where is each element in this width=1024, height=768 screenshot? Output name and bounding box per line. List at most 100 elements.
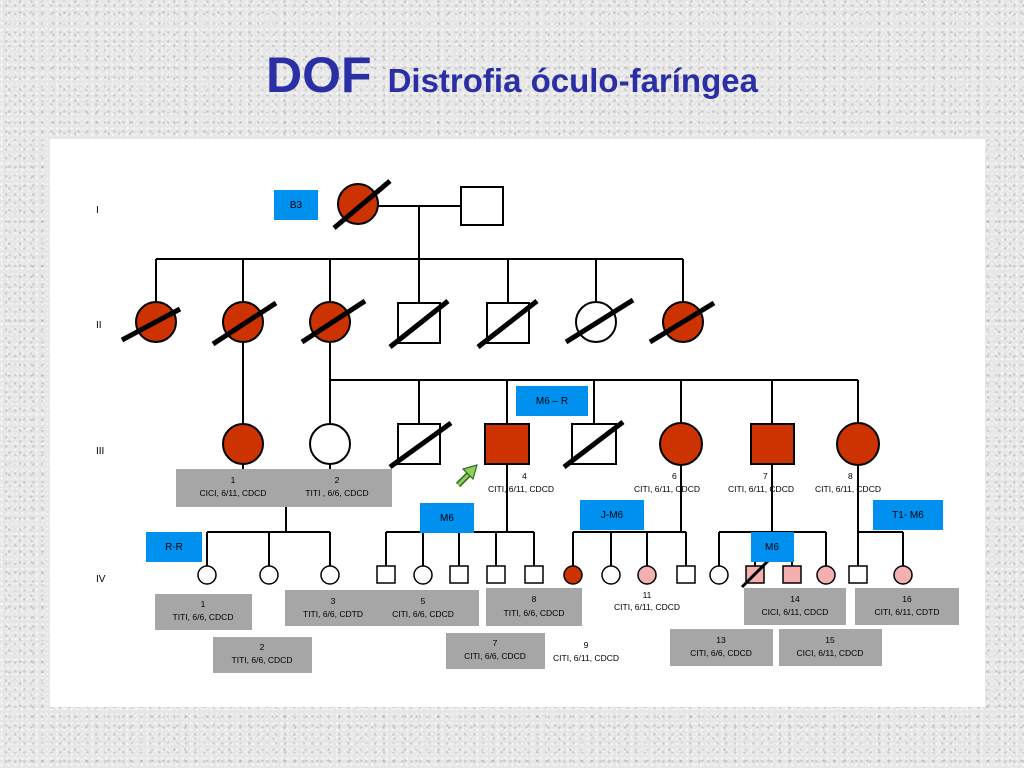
gen2-individual-3 xyxy=(300,298,367,345)
genotype-iii-7: 7 CITI, 6/11, CDCD xyxy=(728,471,794,494)
genotype-iii-6: 6 CITI, 6/11, CDCD xyxy=(634,471,700,494)
svg-text:4: 4 xyxy=(522,471,527,481)
svg-text:M6: M6 xyxy=(765,542,779,553)
svg-text:CITI, 6/11, CDCD: CITI, 6/11, CDCD xyxy=(614,602,680,612)
gen2-individual-2 xyxy=(211,300,278,347)
gen4-individual-17 xyxy=(848,565,868,584)
gen4-individual-3 xyxy=(320,565,340,585)
gen4-individual-16 xyxy=(816,565,836,585)
gen4-individual-8 xyxy=(524,565,544,584)
svg-text:TITI, 6/6, CDCD: TITI, 6/6, CDCD xyxy=(173,612,234,622)
gen2-individual-6 xyxy=(564,297,635,345)
tag-m6-r: M6 – R xyxy=(516,386,588,416)
gen4-individual-18 xyxy=(893,565,913,585)
genotype-iv-11: 11 CITI, 6/11, CDCD xyxy=(614,590,680,612)
svg-text:6: 6 xyxy=(672,471,677,481)
genotype-box-iii-1-2: 1 CICI, 6/11, CDCD 2 TITI , 6/6, CDCD xyxy=(176,469,392,507)
svg-text:14: 14 xyxy=(790,594,800,604)
genotype-box-iv-8: 8 TITI, 6/6, CDCD xyxy=(486,588,582,626)
genotype-iv-9: 9 CITI, 6/11, CDCD xyxy=(553,640,619,663)
svg-text:8: 8 xyxy=(532,594,537,604)
svg-text:CITI, 6/6, CDCD: CITI, 6/6, CDCD xyxy=(392,609,454,619)
generation-label-2: II xyxy=(96,320,102,331)
gen1-female-affected-deceased xyxy=(332,179,392,230)
genotype-box-iv-1: 1 TITI, 6/6, CDCD xyxy=(155,594,252,630)
svg-text:CITI, 6/6, CDCD: CITI, 6/6, CDCD xyxy=(690,648,752,658)
svg-text:CITI, 6/11, CDCD: CITI, 6/11, CDCD xyxy=(488,484,554,494)
gen4-individual-6 xyxy=(449,565,469,584)
gen3-individual-7 xyxy=(750,423,795,465)
svg-text:T1- M6: T1- M6 xyxy=(892,510,924,521)
genotype-iii-4: 4 CITI, 6/11, CDCD xyxy=(488,471,554,494)
genotype-box-iv-2: 2 TITI, 6/6, CDCD xyxy=(213,637,312,673)
gen4-individual-11 xyxy=(637,565,657,585)
pedigree-chart: I II III IV xyxy=(96,179,959,673)
svg-text:TITI , 6/6, CDCD: TITI , 6/6, CDCD xyxy=(305,488,368,498)
gen1-male-unaffected xyxy=(460,186,504,226)
svg-text:M6 – R: M6 – R xyxy=(536,396,568,407)
genotype-box-iv-3-5: 3 TITI, 6/6, CDTD 5 CITI, 6/6, CDCD xyxy=(285,590,479,626)
pedigree-panel: I II III IV xyxy=(50,139,985,707)
gen4-individual-15 xyxy=(782,565,802,584)
svg-text:CITI, 6/11, CDCD: CITI, 6/11, CDCD xyxy=(553,653,619,663)
svg-text:2: 2 xyxy=(260,642,265,652)
genotype-iii-8: 8 CITI, 6/11, CDCD xyxy=(815,471,881,494)
tag-m6-right: M6 xyxy=(751,532,794,562)
tag-r-r: R-R xyxy=(146,532,202,562)
gen3-individual-6 xyxy=(659,422,703,466)
generation-label-4: IV xyxy=(96,574,106,585)
svg-text:R-R: R-R xyxy=(165,542,183,553)
genotype-box-iv-15: 15 CICI, 6/11, CDCD xyxy=(779,629,882,666)
gen4-individual-2 xyxy=(259,565,279,585)
svg-text:CITI, 6/6, CDCD: CITI, 6/6, CDCD xyxy=(464,651,526,661)
genotype-box-iv-13: 13 CITI, 6/6, CDCD xyxy=(670,629,773,666)
gen3-individual-5 xyxy=(562,420,625,469)
gen4-individual-7 xyxy=(486,565,506,584)
generation-label-3: III xyxy=(96,446,104,457)
proband-arrow xyxy=(455,464,478,488)
svg-text:3: 3 xyxy=(331,596,336,606)
svg-text:TITI, 6/6, CDTD: TITI, 6/6, CDTD xyxy=(303,609,363,619)
svg-text:1: 1 xyxy=(201,599,206,609)
gen4-individual-9 xyxy=(563,565,583,585)
svg-text:16: 16 xyxy=(902,594,912,604)
svg-text:7: 7 xyxy=(763,471,768,481)
svg-text:15: 15 xyxy=(825,635,835,645)
svg-text:CICI, 6/11, CDCD: CICI, 6/11, CDCD xyxy=(200,488,267,498)
svg-text:CITI, 6/11, CDCD: CITI, 6/11, CDCD xyxy=(634,484,700,494)
svg-text:11: 11 xyxy=(643,590,652,600)
svg-text:9: 9 xyxy=(584,640,589,650)
gen3-individual-1 xyxy=(222,423,264,465)
svg-text:J-M6: J-M6 xyxy=(601,510,624,521)
gen4-individual-10 xyxy=(601,565,621,585)
gen4-individual-14 xyxy=(740,559,770,589)
svg-text:CITI, 6/11, CDCD: CITI, 6/11, CDCD xyxy=(728,484,794,494)
svg-text:TITI, 6/6, CDCD: TITI, 6/6, CDCD xyxy=(504,608,565,618)
gen4-individual-12 xyxy=(676,565,696,584)
svg-text:7: 7 xyxy=(493,638,498,648)
gen2-individual-1 xyxy=(120,301,182,343)
svg-text:2: 2 xyxy=(335,475,340,485)
gen3-individual-4-proband xyxy=(484,423,530,465)
svg-text:13: 13 xyxy=(716,635,726,645)
svg-text:TITI, 6/6, CDCD: TITI, 6/6, CDCD xyxy=(232,655,293,665)
title-main: DOF xyxy=(266,47,372,103)
gen3-individual-2 xyxy=(309,423,351,465)
tag-j-m6: J-M6 xyxy=(580,500,644,530)
tag-b3: B3 xyxy=(274,190,318,220)
gen4-individual-1 xyxy=(197,565,217,585)
svg-text:CITI, 6/11, CDCD: CITI, 6/11, CDCD xyxy=(815,484,881,494)
svg-text:CICI, 6/11, CDCD: CICI, 6/11, CDCD xyxy=(797,648,864,658)
gen2-individual-4 xyxy=(388,299,450,349)
genotype-box-iv-14: 14 CICI, 6/11, CDCD xyxy=(744,588,846,625)
svg-text:M6: M6 xyxy=(440,513,454,524)
gen4-individual-5 xyxy=(413,565,433,585)
svg-text:CITI, 6/11, CDTD: CITI, 6/11, CDTD xyxy=(874,607,939,617)
genotype-box-iv-7: 7 CITI, 6/6, CDCD xyxy=(446,633,545,669)
tag-t1-m6: T1- M6 xyxy=(873,500,943,530)
tag-m6-left: M6 xyxy=(420,503,474,533)
svg-text:B3: B3 xyxy=(290,200,303,211)
generation-label-1: I xyxy=(96,205,99,216)
gen2-individual-7 xyxy=(648,300,716,345)
